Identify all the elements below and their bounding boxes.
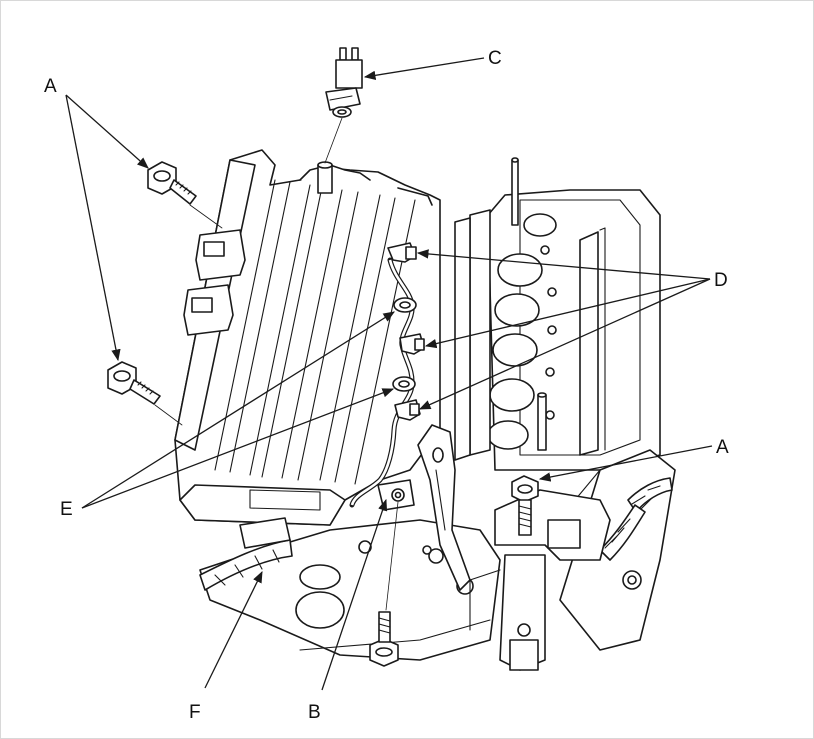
callout-b: B [308,702,321,723]
callout-e: E [60,499,73,520]
connector-icon [325,47,363,118]
harness-clamps [392,297,417,392]
harness-clip-icon [399,333,425,355]
harness-clamp-icon [393,297,417,313]
callout-f: F [189,702,201,723]
left-connectors [183,229,246,336]
callout-a-right: A [716,437,729,458]
callout-a-top-left: A [44,76,57,97]
bolt-icon [147,161,197,205]
bolt-icon [369,611,399,667]
stay-bracket [417,424,471,591]
harness-clip-icon [387,242,417,263]
callout-labels: A C D A E F B [44,48,729,723]
bolt-icon [511,475,539,536]
harness-clips [387,242,425,421]
harness-clip-icon [394,399,421,421]
alignment-lines [154,117,399,611]
bolt-icon [107,361,161,405]
callout-d: D [714,270,728,291]
corrugated-harness-tube [599,477,673,561]
harness-clamp-icon [392,376,416,392]
callout-c: C [488,48,502,69]
leader-lines [65,57,713,691]
harness-bracket [377,479,415,511]
intake-manifold [454,157,661,471]
main-harness [199,517,293,591]
